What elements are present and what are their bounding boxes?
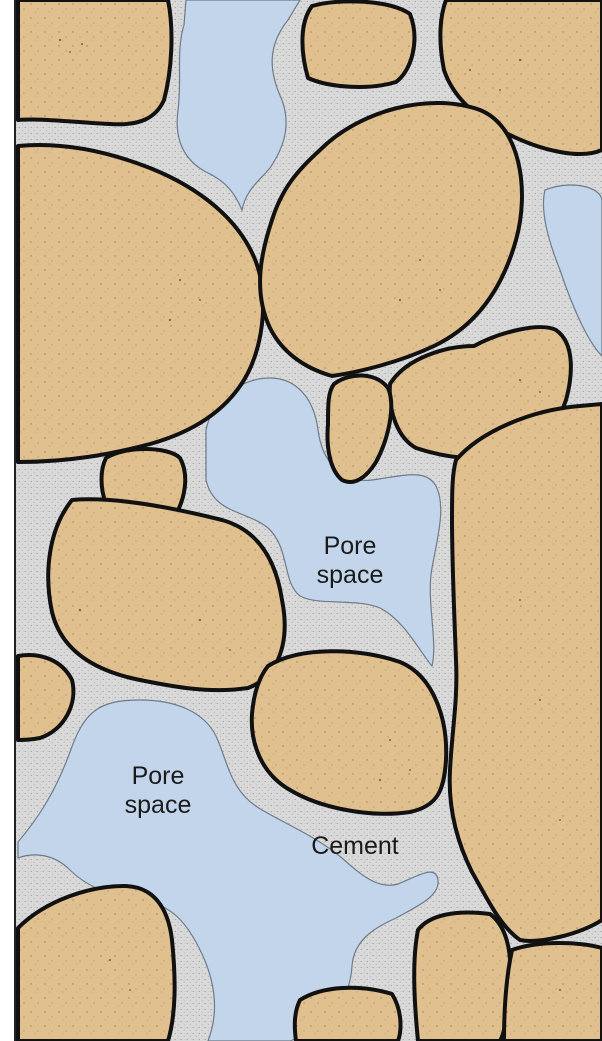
pore-space-label-upper: Pore space [310,532,390,590]
grain-15 [504,943,602,1041]
grain-2 [302,1,414,87]
grain-10 [450,404,602,941]
pore-space-label-lower-line2: space [118,791,198,820]
pore-space-label-upper-line2: space [310,561,390,590]
grain-14 [414,913,510,1041]
pore-space-label-lower: Pore space [118,762,198,820]
pore-space-label-lower-line1: Pore [118,762,198,791]
cement-label: Cement [300,832,410,861]
grain-16 [295,988,401,1041]
pore-space-label-upper-line1: Pore [310,532,390,561]
grain-13 [18,886,175,1041]
grain-1 [18,0,171,124]
